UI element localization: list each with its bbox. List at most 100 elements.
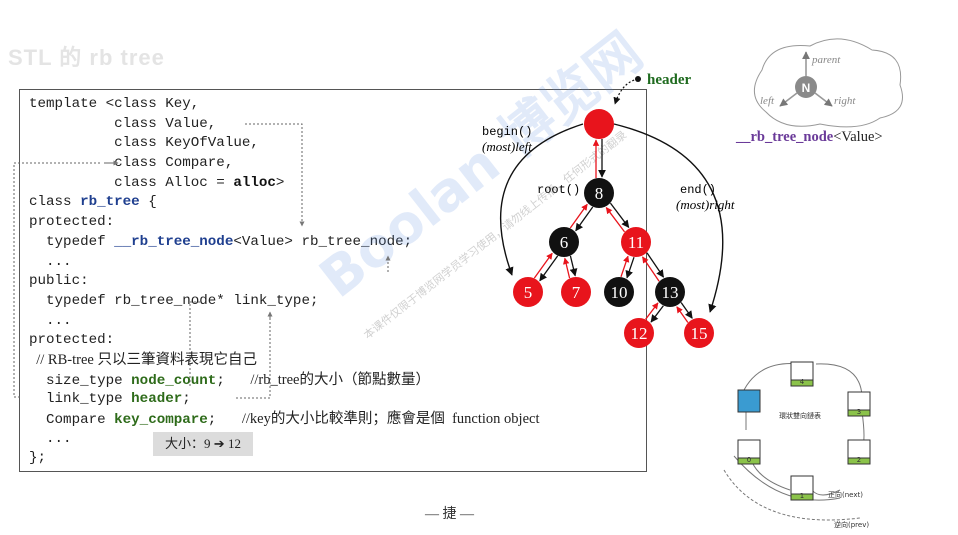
code-token: class Alloc =	[29, 174, 234, 191]
tree-node-label: 15	[691, 324, 708, 343]
child-pointer	[646, 252, 665, 278]
tree-node-n12	[624, 318, 654, 348]
code-token: ...	[29, 253, 72, 270]
parent-pointer	[569, 203, 588, 229]
code-token: // RB-tree 只以三筆資料表現它自己	[29, 351, 257, 368]
code-line: class Value,	[29, 115, 539, 135]
code-token: typedef	[29, 233, 115, 250]
code-token: key_compare	[114, 412, 208, 428]
node-structure-diagram: N parent left right	[754, 38, 903, 128]
code-token: ;	[207, 412, 242, 428]
code-line: ...	[29, 253, 539, 273]
code-line: template <class Key,	[29, 95, 539, 115]
code-token: class KeyOfValue,	[29, 135, 259, 152]
parent-pointer	[676, 306, 689, 323]
parent-pointer	[620, 255, 630, 278]
tree-node-label: 6	[560, 233, 569, 252]
ring-cell-2: 2	[857, 456, 861, 464]
code-token: ...	[29, 312, 72, 329]
tree-node-label: 11	[628, 233, 644, 252]
code-token: Compare	[29, 412, 115, 428]
node-n-label: N	[802, 81, 811, 95]
code-token: //key的大小比較準則；應會是個 function object	[241, 411, 540, 427]
tree-node-n6	[549, 227, 579, 257]
page-footer: — 捷 —	[425, 507, 474, 522]
tree-node-n11	[621, 227, 651, 257]
ring-list-diagram	[723, 361, 871, 521]
tree-node-label: 7	[572, 283, 581, 302]
tree-node-label: 10	[611, 283, 628, 302]
ring-cell-0: 0	[747, 456, 751, 464]
tree-node-n5	[513, 277, 543, 307]
parent-pointer	[645, 302, 659, 320]
child-pointer	[569, 255, 578, 277]
ring-cell-4: 4	[800, 378, 805, 386]
child-pointer	[650, 305, 664, 323]
code-line: public:	[29, 272, 539, 292]
tree-node-header	[584, 109, 614, 139]
code-token: >	[275, 174, 285, 191]
tree-node-label: 13	[662, 283, 679, 302]
code-line: };	[29, 449, 539, 469]
node-caption-name: __rb_tree_node	[736, 129, 834, 145]
code-token: header	[131, 391, 183, 408]
node-caption-rest: <Value>	[833, 129, 883, 145]
code-token: rb_tree	[80, 194, 140, 211]
code-line: class Compare,	[29, 154, 539, 174]
code-line: ...	[29, 430, 539, 450]
code-token: class Compare,	[29, 155, 234, 172]
code-line: Compare key_compare; //key的大小比較準則；應會是個 f…	[29, 410, 539, 430]
parent-pointer	[533, 252, 553, 279]
ring-cell-3: 3	[857, 408, 861, 416]
tree-node-n7	[561, 277, 591, 307]
ring-cell-1: 1	[800, 492, 804, 500]
child-pointer	[625, 256, 635, 279]
code-token: <Value> rb_tree_node;	[233, 233, 413, 250]
tree-node-n15	[684, 318, 714, 348]
tree-node-n8	[584, 178, 614, 208]
node-caption: __rb_tree_node<Value>	[736, 129, 883, 146]
begin-sub: (most)left	[482, 139, 532, 154]
parent-pointer	[641, 256, 660, 282]
size-note: 大小：9 ➔ 12	[153, 432, 253, 456]
child-pointer	[575, 206, 594, 232]
code-token: alloc	[233, 174, 276, 191]
code-token: protected:	[29, 214, 115, 231]
code-token: };	[29, 450, 47, 467]
tree-node-n13	[655, 277, 685, 307]
code-token: class Value,	[29, 115, 217, 132]
child-pointer	[680, 302, 693, 319]
code-token: ;	[216, 372, 251, 389]
tree-node-label: 5	[524, 283, 533, 302]
tree-node-n10	[604, 277, 634, 307]
ring-prev-label: 逆向(prev)	[834, 520, 869, 529]
child-pointer	[609, 202, 630, 229]
node-right-label: right	[834, 95, 856, 107]
parent-pointer	[563, 257, 571, 279]
code-line: typedef rb_tree_node* link_type;	[29, 292, 539, 312]
end-label: end()	[680, 183, 716, 197]
code-token: public:	[29, 273, 89, 290]
code-connectors	[13, 123, 391, 399]
tree-node-label: 12	[631, 324, 648, 343]
code-token: class	[29, 194, 81, 211]
code-token: ;	[182, 391, 191, 408]
code-token: typedef rb_tree_node* link_type;	[29, 292, 319, 309]
code-token: size_type	[29, 372, 132, 389]
code-token: //rb_tree的大小（節點數量）	[250, 371, 430, 388]
child-pointer	[539, 255, 559, 282]
ring-center-label: 環狀雙向鏈表	[779, 411, 821, 420]
code-token: node_count	[131, 372, 217, 389]
code-token: link_type	[29, 391, 132, 408]
begin-label: begin()	[482, 125, 532, 139]
code-token: ...	[29, 430, 72, 447]
node-n-circle	[795, 76, 817, 98]
parent-pointer	[605, 207, 626, 233]
code-line: typedef __rb_tree_node<Value> rb_tree_no…	[29, 233, 539, 253]
root-label: root()	[537, 183, 580, 197]
code-token: __rb_tree_node	[114, 233, 234, 250]
code-line: class rb_tree {	[29, 193, 539, 213]
code-line: class Alloc = alloc>	[29, 174, 539, 194]
